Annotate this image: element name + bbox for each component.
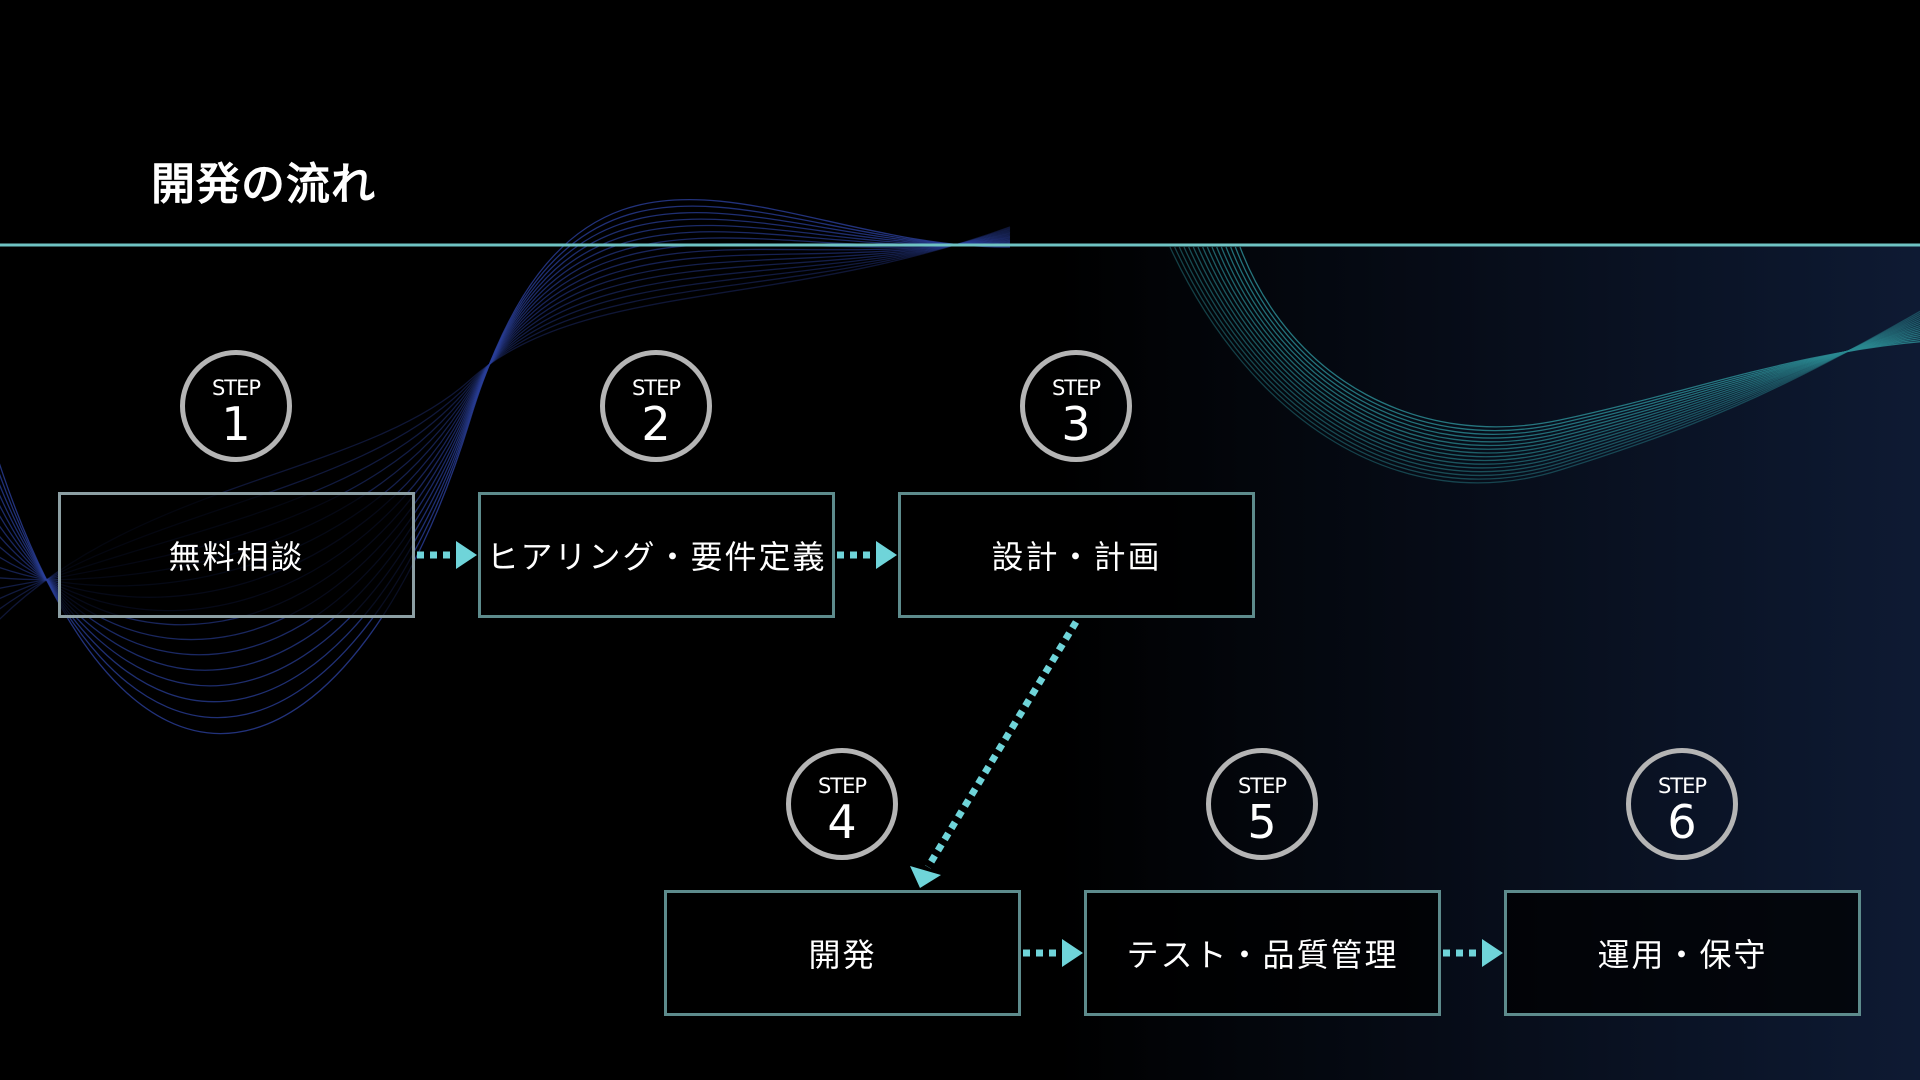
step-number: 6 xyxy=(1667,795,1697,849)
step-label: 設計・計画 xyxy=(991,538,1162,576)
arrowhead-icon xyxy=(1482,939,1503,967)
step-number: 4 xyxy=(827,795,857,849)
arrowhead-icon xyxy=(1062,939,1083,967)
wave-line xyxy=(1230,246,1920,435)
step-number: 1 xyxy=(221,397,251,451)
step-badge-3: STEP 3 xyxy=(1020,350,1132,462)
step-number: 3 xyxy=(1061,397,1091,451)
connector-1-2 xyxy=(417,541,477,569)
connector-2-3 xyxy=(837,541,897,569)
wave-line xyxy=(0,212,1011,703)
arrowhead-icon xyxy=(876,541,897,569)
step-number: 2 xyxy=(641,397,671,451)
wave-line xyxy=(1188,246,1920,469)
wave-line xyxy=(1178,246,1920,477)
arrowhead-icon xyxy=(910,866,941,888)
connector-4-5 xyxy=(1023,939,1083,967)
wave-line xyxy=(1234,246,1920,432)
step-label: ヒアリング・要件定義 xyxy=(486,538,827,576)
wave-line xyxy=(0,198,1011,734)
wave-line xyxy=(1183,246,1920,473)
step-badge-1: STEP 1 xyxy=(180,350,292,462)
page-title: 開発の流れ xyxy=(151,159,376,210)
wave-line xyxy=(1216,246,1920,447)
step-box-5: テスト・品質管理 xyxy=(1084,890,1441,1016)
step-label: テスト・品質管理 xyxy=(1126,936,1399,974)
step-word: STEP xyxy=(817,774,867,798)
step-badge-6: STEP 6 xyxy=(1626,748,1738,860)
wave-line xyxy=(1197,246,1920,462)
step-label: 開発 xyxy=(808,936,877,974)
arrowhead-icon xyxy=(456,541,477,569)
step-box-2: ヒアリング・要件定義 xyxy=(478,492,835,618)
wave-line xyxy=(1169,246,1920,484)
wave-line xyxy=(0,224,1011,671)
step-label: 無料相談 xyxy=(168,538,305,576)
step-badge-5: STEP 5 xyxy=(1206,748,1318,860)
step-badge-4: STEP 4 xyxy=(786,748,898,860)
wave-line xyxy=(1220,246,1920,443)
step-word: STEP xyxy=(631,376,681,400)
wave-line xyxy=(0,218,1011,687)
step-box-6: 運用・保守 xyxy=(1504,890,1861,1016)
connector-5-6 xyxy=(1443,939,1503,967)
step-box-1: 無料相談 xyxy=(58,492,415,618)
connector-3-4 xyxy=(910,620,1079,888)
step-word: STEP xyxy=(1051,376,1101,400)
wave-line xyxy=(0,231,1011,656)
step-word: STEP xyxy=(1657,774,1707,798)
wave-line xyxy=(1174,246,1920,480)
step-number: 5 xyxy=(1247,795,1277,849)
wave-line xyxy=(0,205,1011,719)
step-word: STEP xyxy=(1237,774,1287,798)
step-box-3: 設計・計画 xyxy=(898,492,1255,618)
wave-line xyxy=(1202,246,1920,458)
wave-line xyxy=(1225,246,1920,439)
step-badge-2: STEP 2 xyxy=(600,350,712,462)
wave-lines-right xyxy=(1169,246,1920,484)
wave-line xyxy=(1211,246,1920,450)
wave-line xyxy=(0,237,1011,641)
step-box-4: 開発 xyxy=(664,890,1021,1016)
step-word: STEP xyxy=(211,376,261,400)
step-label: 運用・保守 xyxy=(1597,936,1768,974)
wave-line xyxy=(1192,246,1920,465)
wave-line xyxy=(1239,246,1920,428)
